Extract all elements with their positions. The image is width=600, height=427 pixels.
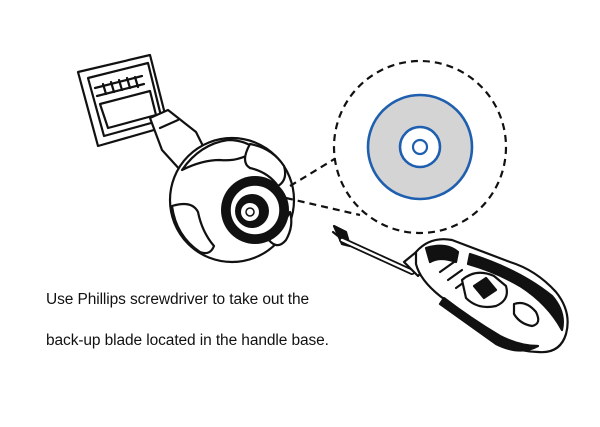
instruction-text-line-2: back-up blade located in the handle base… (46, 332, 329, 349)
magnified-screw-icon (332, 59, 508, 235)
phillips-screwdriver-icon (331, 224, 569, 354)
instruction-text-line-1: Use Phillips screwdriver to take out the (46, 291, 310, 308)
handle-screw-recess (221, 176, 289, 244)
